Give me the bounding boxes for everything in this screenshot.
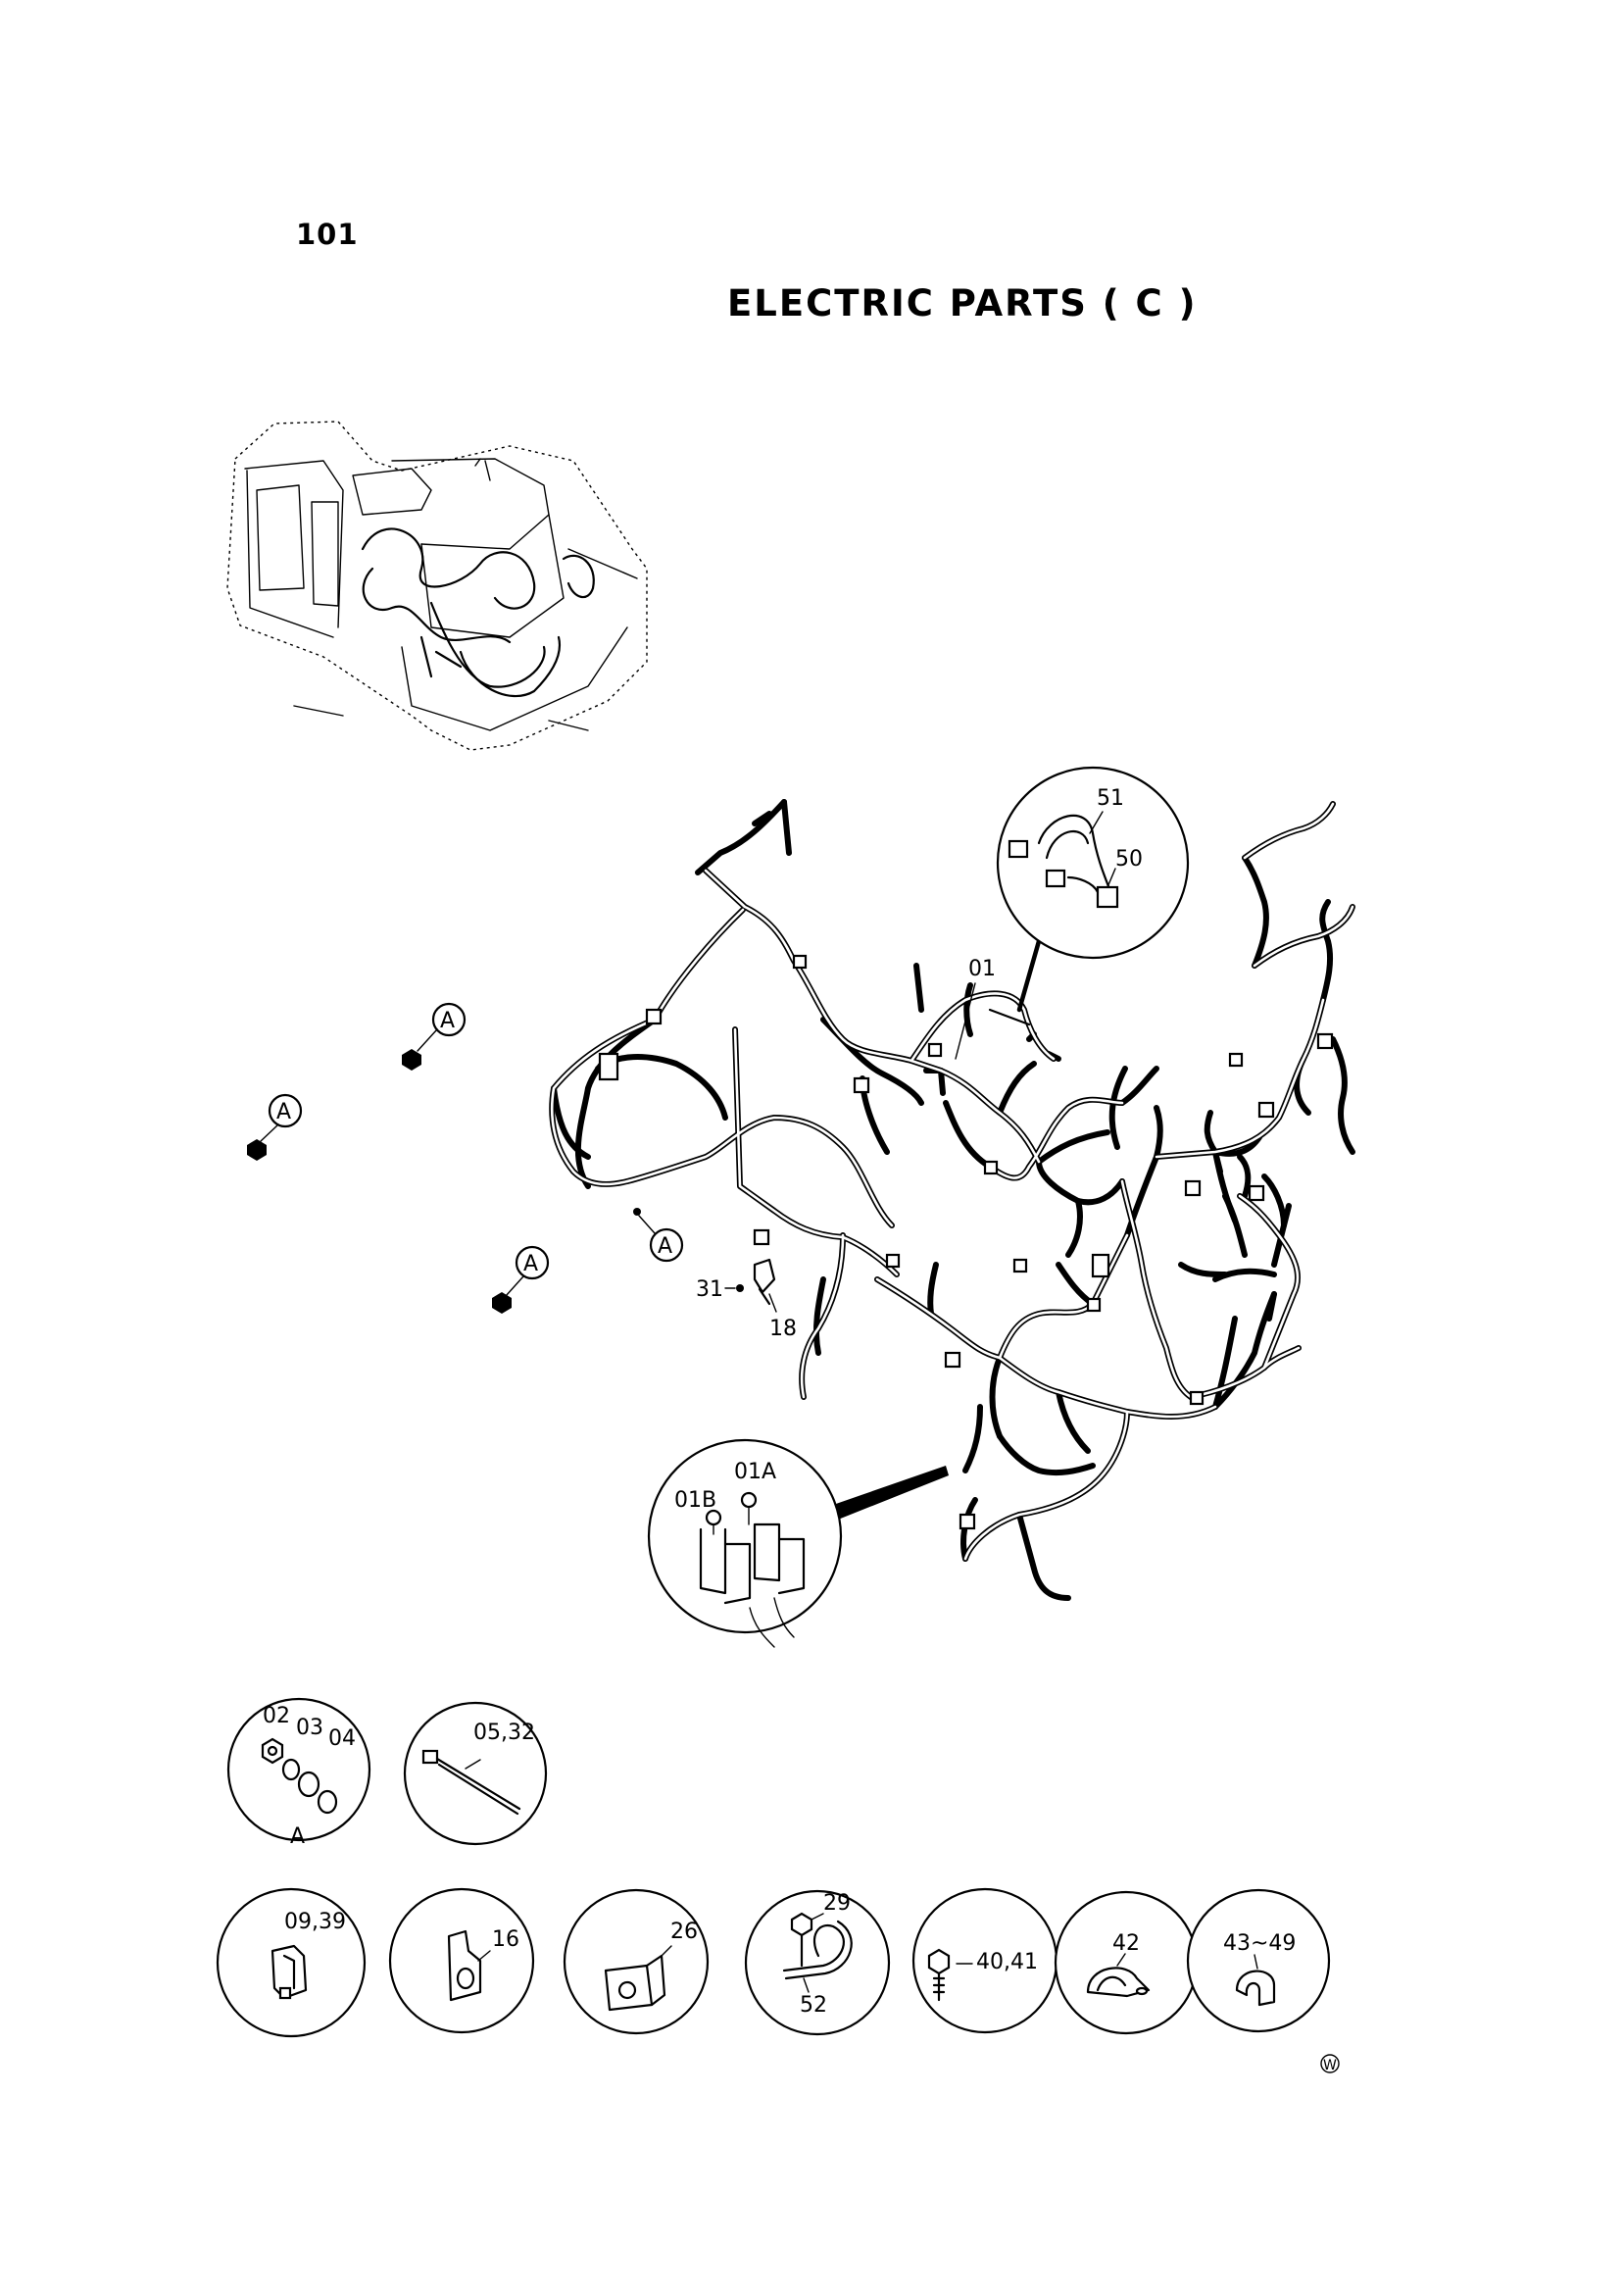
detail-bolt: 40,41 [911,1887,1058,2034]
detail-clamps-43-49: 43~49 [1186,1888,1331,2033]
detail-bolt-clamp: 29 52 [744,1889,891,2036]
svg-text:52: 52 [800,1993,827,2018]
svg-text:A: A [658,1234,672,1259]
detail-circle-01a-01b: 01B 01A [647,1438,949,1648]
svg-text:A: A [523,1252,538,1276]
harness-callout-01: 01 [955,957,996,1060]
part-31-18-callouts: 31 18 [696,1258,797,1341]
corner-mark-w: W [1320,2054,1340,2073]
svg-text:02: 02 [263,1704,290,1728]
svg-text:16: 16 [492,1927,519,1952]
svg-text:05,32: 05,32 [473,1721,535,1745]
svg-text:50: 50 [1115,847,1143,872]
svg-text:26: 26 [670,1920,698,1944]
svg-text:04: 04 [328,1726,356,1751]
svg-text:A: A [276,1100,291,1124]
detail-bracket-26: 26 [563,1888,710,2035]
detail-bracket-16: 16 [388,1887,535,2034]
harness-inner [550,802,1354,1561]
ref-marker-a-3: A [492,1245,550,1314]
page-number: 101 [296,218,359,251]
svg-text:18: 18 [769,1317,797,1341]
page-title: ELECTRIC PARTS ( C ) [727,282,1198,324]
svg-text:01: 01 [968,957,996,981]
ref-marker-a-1: A [402,1002,467,1071]
svg-text:09,39: 09,39 [284,1910,346,1934]
harness-connectors [598,954,1334,1530]
svg-text:40,41: 40,41 [976,1950,1038,1974]
svg-text:29: 29 [823,1891,851,1916]
svg-text:W: W [1323,2058,1337,2073]
svg-text:43~49: 43~49 [1223,1931,1296,1956]
svg-text:A: A [440,1009,455,1033]
ref-marker-a-4: A [633,1208,684,1263]
detail-connector-clip: 09,39 [216,1887,367,2038]
svg-text:A: A [290,1824,305,1849]
machine-overview-sketch [226,421,648,751]
detail-cable-tie: 05,32 [403,1701,548,1846]
svg-text:42: 42 [1112,1931,1140,1956]
svg-text:01B: 01B [674,1488,716,1513]
svg-text:31: 31 [696,1277,723,1302]
svg-text:03: 03 [296,1716,323,1740]
ref-marker-a-2: A [247,1093,303,1161]
svg-text:01A: 01A [734,1460,776,1484]
detail-circle-50-51: 51 50 [988,766,1190,1026]
detail-clamp-42: 42 [1054,1890,1199,2035]
detail-nut-washers: 02 03 04 A [226,1697,371,1849]
svg-text:51: 51 [1097,786,1124,811]
